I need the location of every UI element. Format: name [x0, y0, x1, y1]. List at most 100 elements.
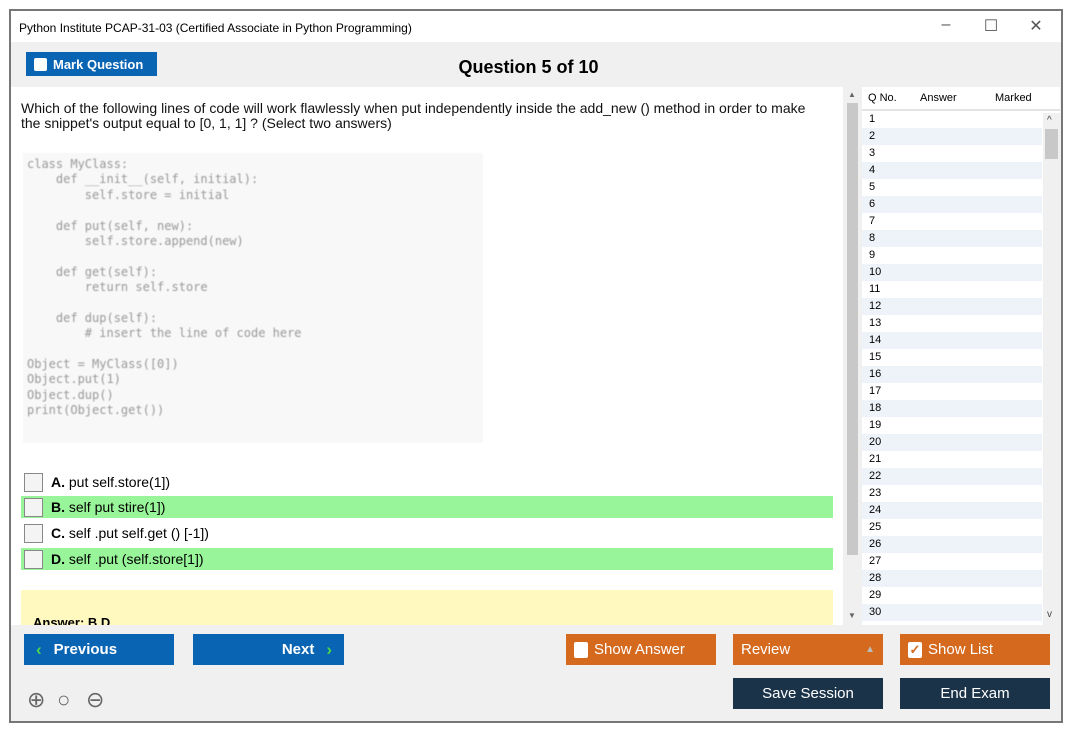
list-item[interactable]: 20: [862, 434, 1042, 451]
code-line: Object.dup(): [27, 387, 114, 402]
list-header: Q No. Answer Marked: [862, 87, 1060, 111]
option-letter: D.: [51, 551, 65, 567]
list-item[interactable]: 28: [862, 570, 1042, 587]
title-bar: Python Institute PCAP-31-03 (Certified A…: [11, 11, 1061, 42]
code-line: # insert the line of code here: [27, 326, 302, 341]
end-exam-button[interactable]: End Exam: [900, 678, 1050, 709]
code-line: self.store.append(new): [27, 233, 244, 248]
zoom-out-icon[interactable]: ⊖: [86, 687, 105, 712]
list-item[interactable]: 29: [869, 589, 882, 601]
list-item[interactable]: 30: [862, 604, 1042, 621]
chevron-up-icon[interactable]: ^: [1047, 115, 1052, 126]
option-letter: A.: [51, 474, 65, 490]
option-text: put self.store(1]): [68, 474, 171, 490]
option-d[interactable]: D. self .put (self.store[1]): [21, 548, 833, 570]
scroll-up-icon[interactable]: ▲: [848, 90, 856, 99]
list-item[interactable]: 9: [869, 249, 876, 261]
checkbox[interactable]: [24, 497, 43, 517]
option-letter: C.: [51, 525, 65, 541]
list-item[interactable]: 25: [869, 521, 882, 533]
list-item[interactable]: 2: [862, 128, 1042, 145]
list-item[interactable]: 19: [869, 419, 882, 431]
code-line: Object = MyClass([0]): [27, 357, 179, 372]
chevron-down-icon[interactable]: v: [1047, 609, 1052, 620]
show-answer-button[interactable]: Show Answer: [566, 634, 716, 665]
previous-button[interactable]: ‹Previous: [24, 634, 174, 665]
code-line: self.store = initial: [27, 187, 230, 202]
list-item[interactable]: 13: [869, 317, 882, 329]
code-line: class MyClass:: [27, 157, 129, 171]
maximize-icon[interactable]: ☐: [983, 18, 999, 35]
list-item[interactable]: 8: [862, 230, 1042, 247]
list-item[interactable]: 18: [862, 400, 1042, 417]
list-item[interactable]: 22: [862, 468, 1042, 485]
question-scrollbar[interactable]: ▲ ▼: [845, 87, 860, 625]
list-item[interactable]: 17: [869, 385, 882, 397]
header-qno[interactable]: Q No.: [868, 92, 897, 104]
list-item[interactable]: 6: [862, 196, 1042, 213]
list-item[interactable]: 24: [862, 502, 1042, 519]
checkbox-icon: [34, 57, 47, 71]
list-item[interactable]: 21: [869, 453, 882, 465]
code-line: def put(self, new):: [27, 218, 194, 233]
mark-label: Mark Question: [53, 56, 144, 72]
list-scroll-thumb[interactable]: [1045, 129, 1058, 159]
zoom-reset-icon[interactable]: ○: [57, 687, 71, 712]
chevron-right-icon: ›: [326, 639, 332, 659]
code-line: def dup(self):: [27, 310, 158, 325]
list-item[interactable]: 7: [869, 215, 876, 227]
code-line: [27, 203, 479, 218]
list-scrollbar[interactable]: ^ v: [1043, 113, 1060, 625]
toolbar: Mark Question Question 5 of 10: [11, 42, 1061, 87]
option-c[interactable]: C. self .put self.get () [-1]): [21, 522, 833, 544]
code-line: return self.store: [27, 280, 208, 295]
code-line: [27, 296, 479, 311]
answer-box: Answer: B,D: [21, 590, 833, 625]
option-text: self .put self.get () [-1]): [68, 525, 209, 541]
checkbox[interactable]: [24, 523, 43, 543]
scroll-down-icon[interactable]: ▼: [848, 611, 856, 620]
list-item[interactable]: 11: [869, 283, 881, 295]
zoom-in-icon[interactable]: ⊕: [27, 687, 46, 712]
list-item[interactable]: 27: [869, 555, 882, 567]
checkbox[interactable]: [24, 472, 43, 492]
list-item[interactable]: 23: [869, 487, 882, 499]
previous-label: Previous: [53, 641, 118, 658]
list-item[interactable]: 10: [862, 264, 1042, 281]
next-label: Next: [281, 641, 315, 658]
list-item[interactable]: 4: [862, 162, 1042, 179]
checkbox-icon: [574, 641, 588, 658]
header-answer[interactable]: Answer: [920, 92, 957, 104]
list-item[interactable]: 14: [862, 332, 1042, 349]
header-marked[interactable]: Marked: [995, 92, 1032, 104]
minimize-icon[interactable]: –: [941, 16, 951, 33]
option-b[interactable]: B. self put stire(1]): [21, 496, 833, 518]
review-dropdown[interactable]: Review▲: [733, 634, 883, 665]
list-item[interactable]: 15: [869, 351, 882, 363]
mark-question-button[interactable]: Mark Question: [26, 52, 157, 76]
show-list-button[interactable]: ✓Show List: [900, 634, 1050, 665]
option-a[interactable]: A. put self.store(1]): [21, 471, 833, 493]
save-session-label: Save Session: [762, 685, 854, 702]
list-item[interactable]: 12: [862, 298, 1042, 315]
question-title: Question 5 of 10: [458, 57, 599, 77]
checked-checkbox-icon: ✓: [908, 641, 922, 658]
code-line: [27, 249, 479, 264]
question-pane: Which of the following lines of code wil…: [11, 87, 843, 625]
close-icon[interactable]: ✕: [1029, 18, 1043, 35]
save-session-button[interactable]: Save Session: [733, 678, 883, 709]
code-line: Object.put(1): [27, 372, 121, 387]
window-title: Python Institute PCAP-31-03 (Certified A…: [19, 21, 412, 35]
list-item[interactable]: 16: [862, 366, 1042, 383]
list-item[interactable]: 3: [869, 147, 876, 159]
list-item[interactable]: 1: [869, 113, 876, 125]
code-line: print(Object.get()): [27, 403, 165, 418]
end-exam-label: End Exam: [940, 685, 1010, 702]
list-item[interactable]: 5: [869, 181, 876, 193]
next-button[interactable]: Next ›: [193, 634, 344, 665]
code-line: def get(self):: [27, 264, 158, 279]
checkbox[interactable]: [24, 549, 43, 569]
list-item[interactable]: 26: [862, 536, 1042, 553]
scroll-thumb[interactable]: [847, 103, 858, 555]
